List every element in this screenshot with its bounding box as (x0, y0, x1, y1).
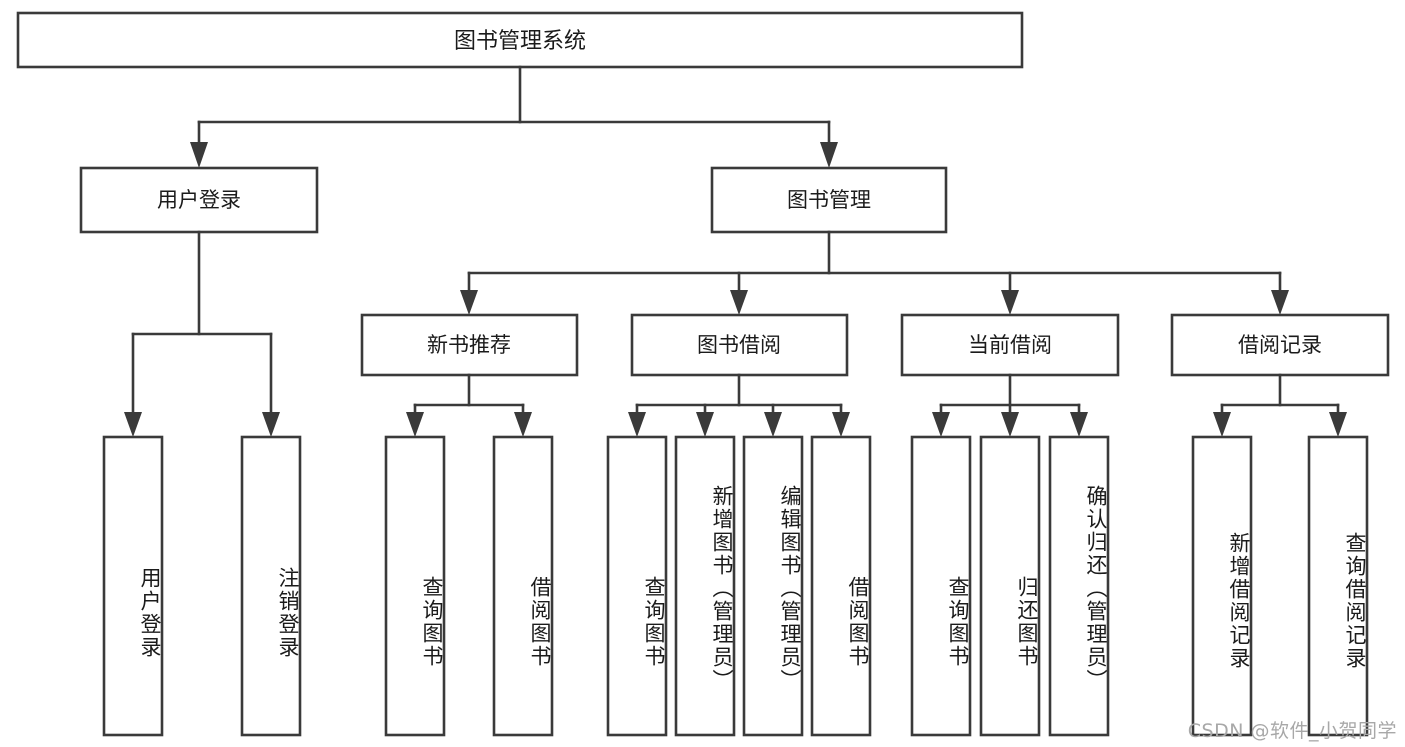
node-root[interactable]: 图书管理系统 (16, 11, 1024, 69)
node-book-borrow-label: 图书借阅 (697, 333, 781, 357)
node-new-book-recommend-label: 新书推荐 (427, 333, 511, 357)
node-book-manage[interactable]: 图书管理 (710, 166, 948, 234)
csdn-watermark: CSDN @软件_小贺同学 (1187, 720, 1397, 742)
leaf-query-book-1-box[interactable] (384, 435, 446, 737)
node-new-book-recommend[interactable]: 新书推荐 (360, 313, 579, 377)
connector-current-borrow-to-leaves (932, 373, 1088, 437)
arrow-to-leaf-user-login (124, 412, 142, 437)
node-new-book-recommend-box (360, 313, 579, 377)
arrow-to-leaf-edit-book (764, 412, 782, 437)
connector-user-login-to-leaves (124, 230, 280, 437)
leaf-edit-book-box[interactable] (742, 435, 804, 737)
connector-new-book-recommend-to-leaves (406, 373, 532, 437)
connector-book-manage-to-level3 (460, 230, 1289, 315)
node-user-login-label: 用户登录 (157, 188, 241, 212)
node-root-box (16, 11, 1024, 69)
connector-book-borrow-to-leaves (628, 373, 850, 437)
arrow-to-borrow-record (1271, 290, 1289, 315)
arrow-to-book-borrow (730, 290, 748, 315)
leaf-add-book-box[interactable] (674, 435, 736, 737)
node-current-borrow-label: 当前借阅 (968, 333, 1052, 357)
leaf-boxes (102, 435, 1369, 737)
leaf-user-login-box[interactable] (102, 435, 164, 737)
arrow-to-leaf-query-book-3 (932, 412, 950, 437)
leaf-borrow-book-1-box[interactable] (492, 435, 554, 737)
leaf-query-book-3-box[interactable] (910, 435, 972, 737)
leaf-return-book-box[interactable] (979, 435, 1041, 737)
leaf-query-book-2-box[interactable] (606, 435, 668, 737)
connector-root-to-level2 (190, 65, 838, 168)
arrow-to-leaf-borrow-book-2 (832, 412, 850, 437)
arrow-to-leaf-add-book (696, 412, 714, 437)
arrow-to-leaf-query-book-1 (406, 412, 424, 437)
connector-borrow-record-to-leaves (1213, 373, 1347, 437)
node-root-label: 图书管理系统 (454, 29, 586, 54)
leaf-user-logout-box[interactable] (240, 435, 302, 737)
arrow-to-leaf-confirm-return (1070, 412, 1088, 437)
arrow-to-leaf-query-record (1329, 412, 1347, 437)
node-book-borrow[interactable]: 图书借阅 (630, 313, 849, 377)
arrow-to-leaf-borrow-book-1 (514, 412, 532, 437)
node-user-login-box (79, 166, 319, 234)
node-current-borrow-box (900, 313, 1120, 377)
arrow-to-book-manage (820, 142, 838, 168)
leaf-query-record-box[interactable] (1307, 435, 1369, 737)
node-book-manage-label: 图书管理 (787, 188, 871, 212)
arrow-to-current-borrow (1001, 290, 1019, 315)
arrow-to-leaf-return-book (1001, 412, 1019, 437)
node-user-login[interactable]: 用户登录 (79, 166, 319, 234)
arrow-to-new-book-recommend (460, 290, 478, 315)
arrow-to-leaf-query-book-2 (628, 412, 646, 437)
node-borrow-record[interactable]: 借阅记录 (1170, 313, 1390, 377)
leaf-borrow-book-2-box[interactable] (810, 435, 872, 737)
arrow-to-leaf-add-record (1213, 412, 1231, 437)
leaf-add-record-box[interactable] (1191, 435, 1253, 737)
arrow-to-leaf-user-logout (262, 412, 280, 437)
node-borrow-record-label: 借阅记录 (1238, 333, 1322, 357)
leaf-confirm-return-box[interactable] (1048, 435, 1110, 737)
node-current-borrow[interactable]: 当前借阅 (900, 313, 1120, 377)
arrow-to-user-login (190, 142, 208, 168)
